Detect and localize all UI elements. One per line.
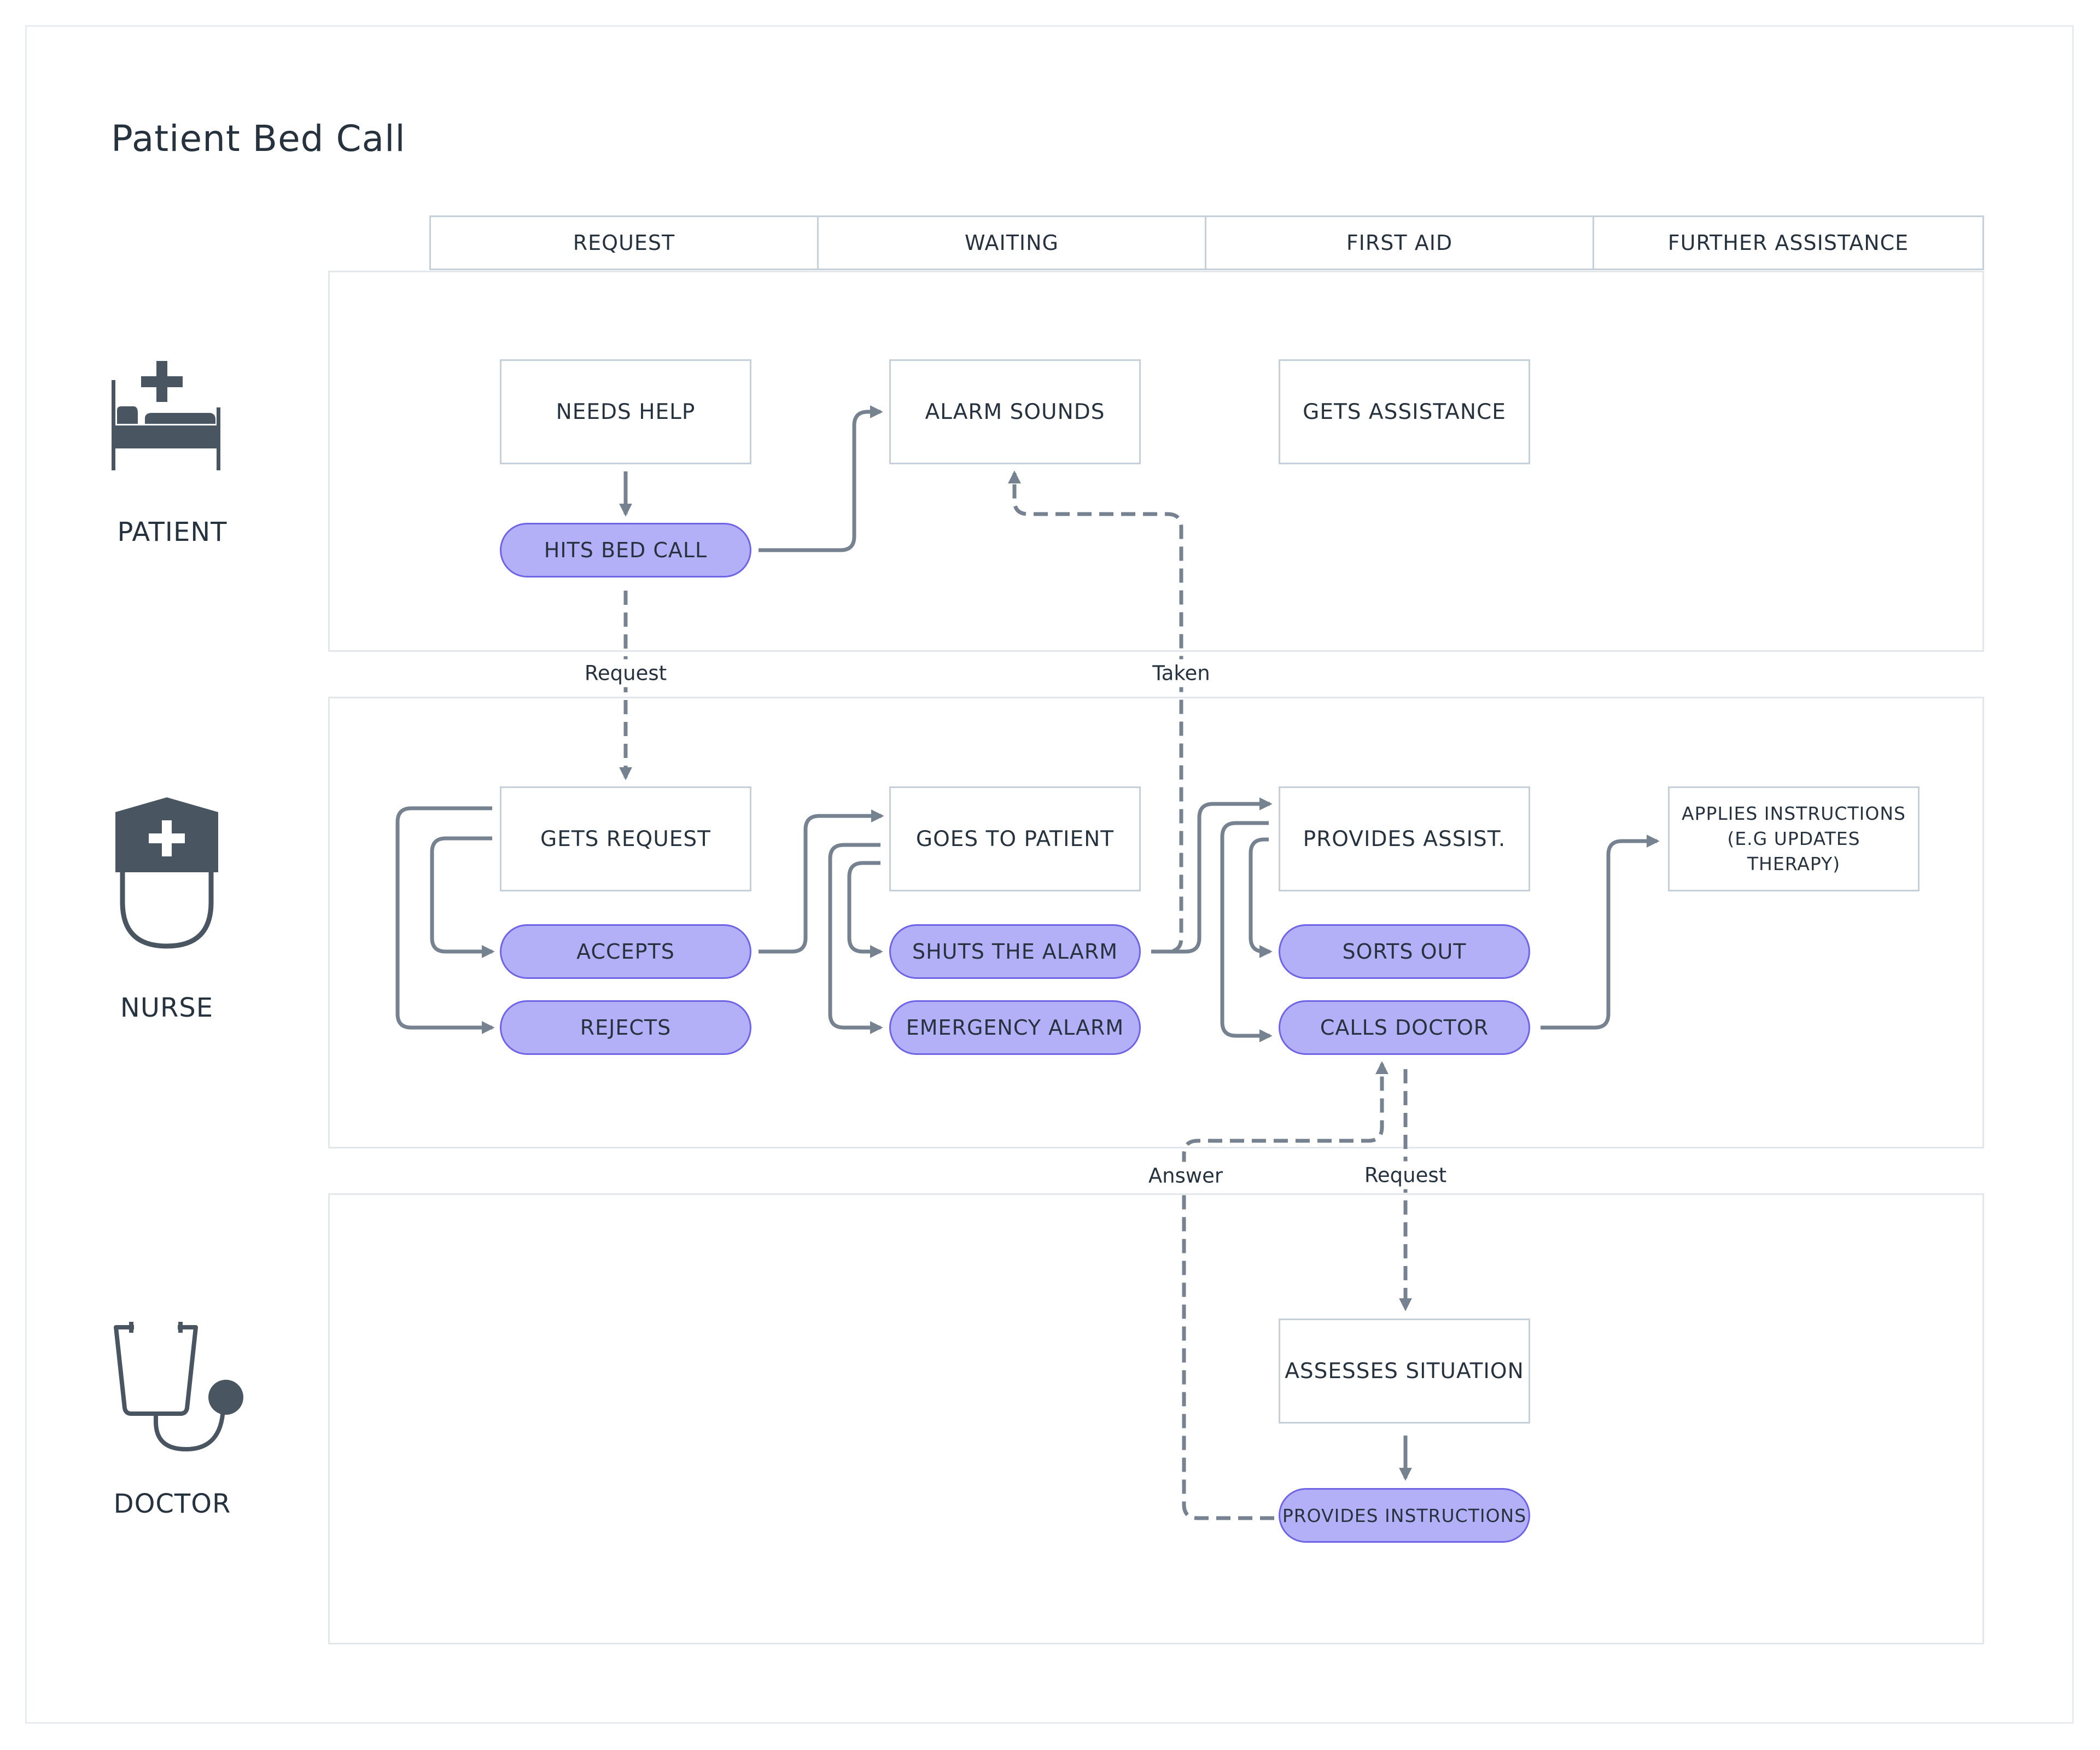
node-alarm-sounds[interactable]: ALARM SOUNDS	[889, 359, 1141, 464]
arrow-gets-request-to-rejects	[395, 806, 495, 1034]
arrow-accepts-to-goes-to-patient	[759, 809, 884, 954]
actor-label-doctor: DOCTOR	[113, 1489, 231, 1519]
arrow-answer-to-calls-doctor	[1182, 1061, 1389, 1520]
edge-label-request-doctor: Request	[1358, 1161, 1452, 1189]
node-accepts[interactable]: ACCEPTS	[500, 924, 751, 979]
edge-label-request-patient: Request	[579, 659, 673, 687]
column-header-request: REQUEST	[429, 215, 819, 270]
arrow-provides-assist-to-sorts-out	[1249, 837, 1273, 958]
hospital-bed-icon	[112, 361, 220, 470]
diagram-frame	[25, 25, 2074, 1724]
edge-label-taken: Taken	[1147, 659, 1216, 687]
lane-nurse	[328, 697, 1984, 1148]
node-needs-help[interactable]: NEEDS HELP	[500, 359, 751, 464]
column-header-further-assistance: FURTHER ASSISTANCE	[1592, 215, 1984, 270]
node-provides-assist[interactable]: PROVIDES ASSIST.	[1279, 786, 1530, 891]
node-calls-doctor[interactable]: CALLS DOCTOR	[1279, 1000, 1530, 1055]
node-gets-request[interactable]: GETS REQUEST	[500, 786, 751, 891]
node-rejects[interactable]: REJECTS	[500, 1000, 751, 1055]
actor-label-patient: PATIENT	[117, 517, 228, 547]
node-sorts-out[interactable]: SORTS OUT	[1279, 924, 1530, 979]
column-header-first-aid: FIRST AID	[1205, 215, 1594, 270]
node-hits-bed-call[interactable]: HITS BED CALL	[500, 523, 751, 578]
stethoscope-icon	[114, 1322, 243, 1452]
arrow-shuts-the-alarm-to-provides-assist	[1151, 797, 1273, 954]
applies-instructions-line1: APPLIES INSTRUCTIONS	[1682, 803, 1906, 824]
nurse-icon	[115, 797, 218, 949]
arrow-goes-to-patient-to-emergency-alarm	[828, 843, 883, 1034]
node-goes-to-patient[interactable]: GOES TO PATIENT	[889, 786, 1141, 891]
lane-doctor	[328, 1193, 1984, 1644]
node-provides-instructions[interactable]: PROVIDES INSTRUCTIONS	[1279, 1488, 1530, 1543]
node-gets-assistance[interactable]: GETS ASSISTANCE	[1279, 359, 1530, 464]
arrow-hits-bed-call-to-alarm-sounds	[759, 405, 883, 552]
arrow-taken-to-alarm-sounds	[1008, 470, 1183, 954]
node-assesses-situation[interactable]: ASSESSES SITUATION	[1279, 1319, 1530, 1424]
node-applies-instructions[interactable]: APPLIES INSTRUCTIONS (E.G UPDATES THERAP…	[1668, 786, 1920, 891]
arrow-goes-to-patient-to-shuts-the-alarm	[847, 861, 883, 958]
node-shuts-the-alarm[interactable]: SHUTS THE ALARM	[889, 924, 1141, 979]
edge-label-answer: Answer	[1142, 1162, 1229, 1190]
arrow-provides-assist-to-calls-doctor	[1220, 821, 1273, 1042]
arrow-calls-doctor-to-applies-instructions	[1541, 835, 1660, 1030]
actor-label-nurse: NURSE	[120, 993, 214, 1023]
applies-instructions-line2: (E.G UPDATES THERAPY)	[1727, 828, 1860, 874]
column-header-waiting: WAITING	[817, 215, 1206, 270]
lane-patient	[328, 271, 1984, 652]
node-emergency-alarm[interactable]: EMERGENCY ALARM	[889, 1000, 1141, 1055]
diagram-title: Patient Bed Call	[111, 118, 406, 160]
arrow-gets-request-to-accepts	[430, 836, 495, 958]
